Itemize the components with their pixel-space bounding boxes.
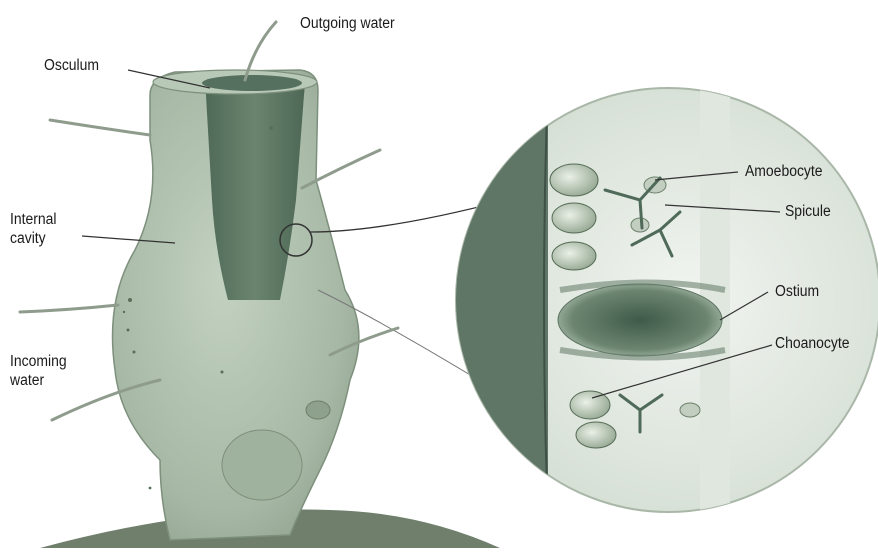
label-incoming-water: Incoming water bbox=[10, 352, 67, 390]
outer-wall-section bbox=[440, 80, 548, 520]
label-outgoing-water: Outgoing water bbox=[300, 14, 395, 33]
label-choanocyte: Choanocyte bbox=[775, 334, 849, 353]
label-osculum: Osculum bbox=[44, 56, 99, 75]
label-incoming-water-line1: Incoming bbox=[10, 352, 67, 371]
label-amoebocyte: Amoebocyte bbox=[745, 162, 823, 181]
label-internal-cavity-line2: cavity bbox=[10, 229, 57, 248]
label-internal-cavity-line1: Internal bbox=[10, 210, 57, 229]
label-ostium: Ostium bbox=[775, 282, 819, 301]
label-incoming-water-line2: water bbox=[10, 371, 67, 390]
basal-bud bbox=[222, 430, 302, 500]
label-spicule: Spicule bbox=[785, 202, 831, 221]
label-internal-cavity: Internal cavity bbox=[10, 210, 57, 248]
ostium-pore bbox=[558, 284, 722, 356]
